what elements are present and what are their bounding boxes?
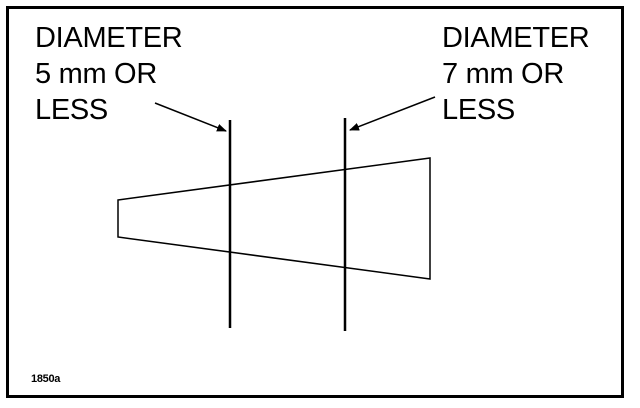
label-left-line2: 5 mm OR (35, 58, 157, 90)
label-right-line3: LESS (442, 94, 515, 126)
figure-id: 1850a (31, 373, 61, 385)
label-right-line1: DIAMETER (442, 22, 590, 54)
leader-arrow-7mm (349, 96, 436, 131)
label-diameter-7mm: DIAMETER 7 mm OR LESS (442, 20, 590, 128)
leader-arrow-5mm (154, 102, 227, 132)
diagram-frame (6, 6, 624, 398)
label-left-line3: LESS (35, 94, 108, 126)
tapered-shaft-outline (117, 157, 431, 280)
label-diameter-5mm: DIAMETER 5 mm OR LESS (35, 20, 183, 128)
label-right-line2: 7 mm OR (442, 58, 564, 90)
label-left-line1: DIAMETER (35, 22, 183, 54)
